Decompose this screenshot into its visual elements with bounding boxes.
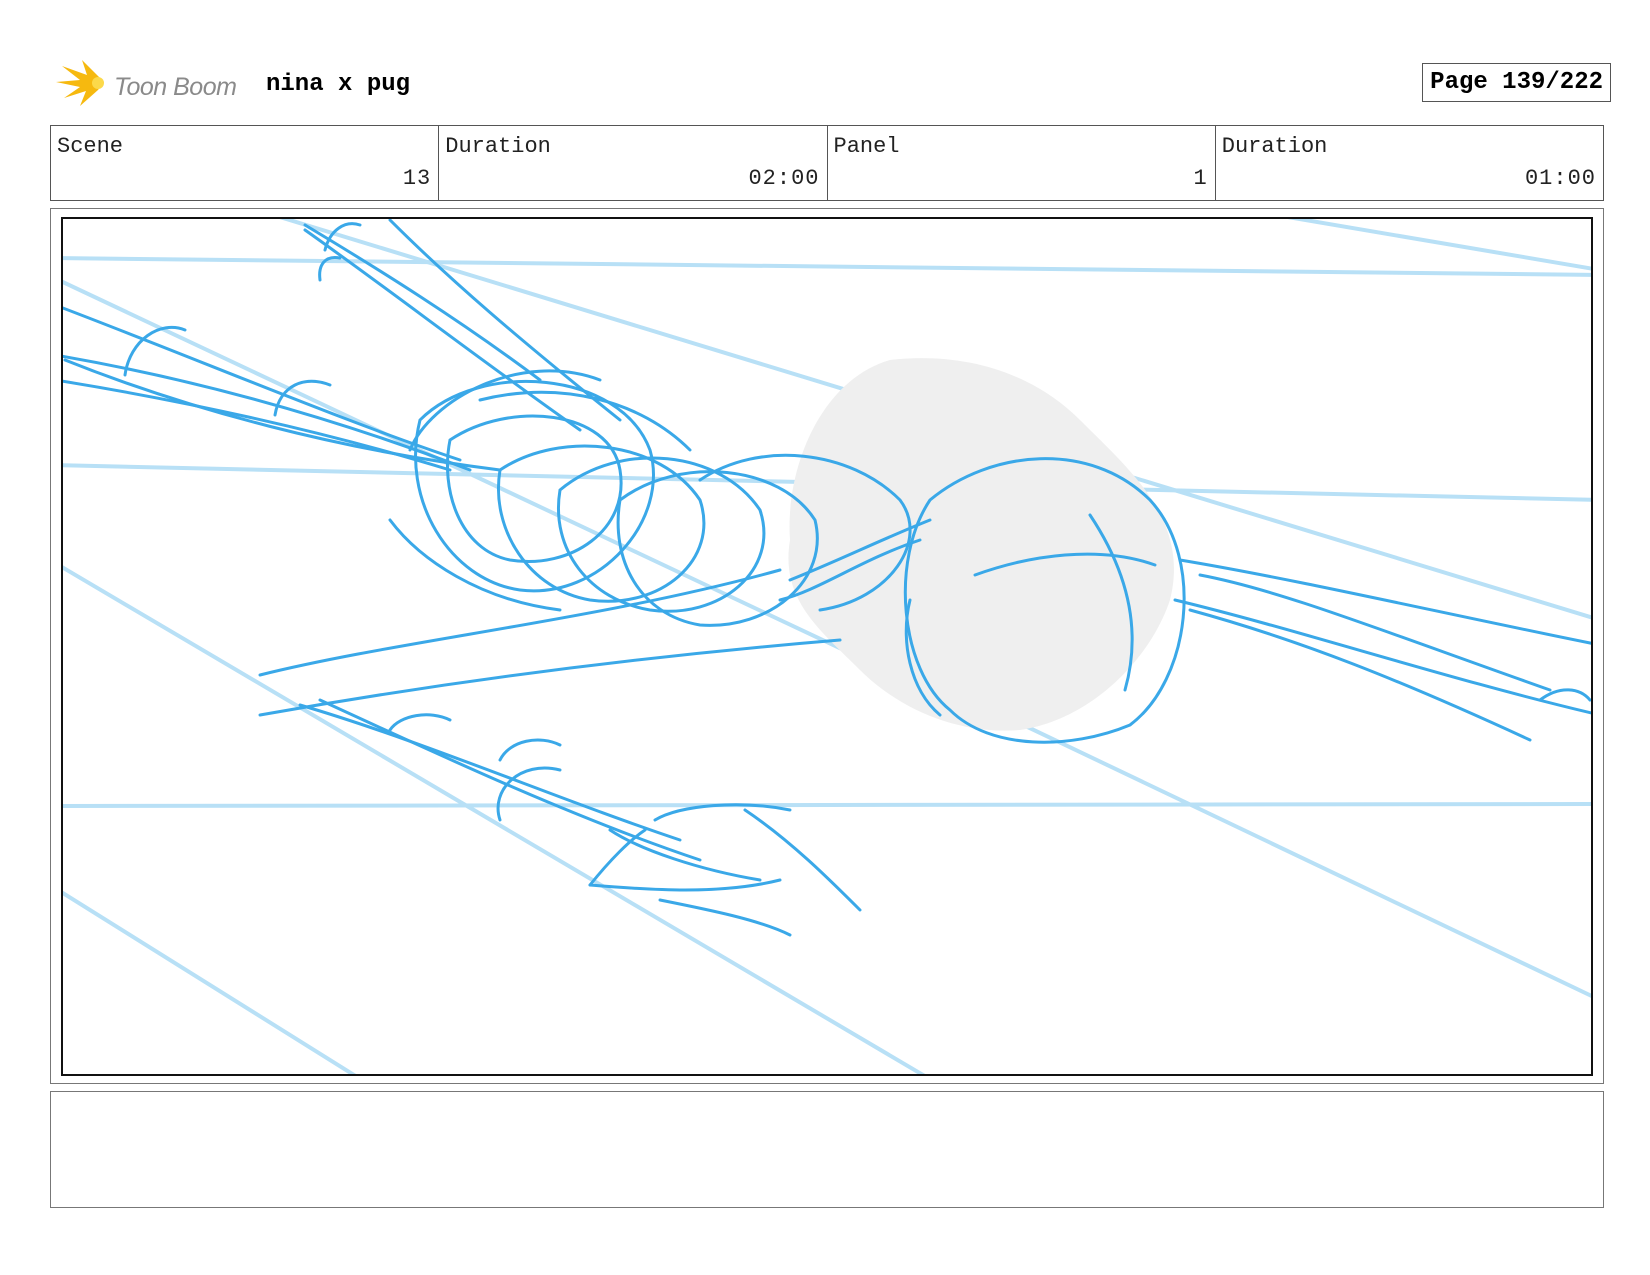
panel-cell: Panel 1 (828, 126, 1216, 200)
starburst-logo-icon (56, 60, 104, 106)
panel-value: 1 (1193, 166, 1208, 191)
page-number: Page 139/222 (1422, 63, 1611, 102)
figure-sketch (63, 219, 1591, 937)
project-title: nina x pug (266, 71, 411, 98)
notes-box (50, 1091, 1604, 1208)
scene-cell: Scene 13 (51, 126, 440, 200)
head-shading (788, 358, 1174, 731)
panel-duration-value: 01:00 (1524, 166, 1596, 191)
scene-label: Scene (57, 134, 124, 159)
storyboard-sketch (63, 219, 1591, 1074)
logo-text: Toon Boom (114, 73, 237, 101)
toon-boom-logo: Toon Boom (54, 58, 254, 108)
panel-frame-outer (50, 208, 1604, 1084)
scene-value: 13 (402, 166, 432, 191)
scene-duration-label: Duration (445, 134, 551, 159)
info-row: Scene 13 Duration 02:00 Panel 1 Duration… (50, 125, 1604, 201)
panel-frame (61, 217, 1593, 1076)
panel-duration-cell: Duration 01:00 (1216, 126, 1603, 200)
panel-duration-label: Duration (1221, 134, 1328, 159)
scene-duration-cell: Duration 02:00 (439, 126, 828, 200)
scene-duration-value: 02:00 (748, 166, 820, 191)
page-header: Toon Boom nina x pug Page 139/222 (50, 52, 1611, 112)
perspective-guides (63, 219, 1591, 1074)
panel-label: Panel (833, 134, 900, 159)
